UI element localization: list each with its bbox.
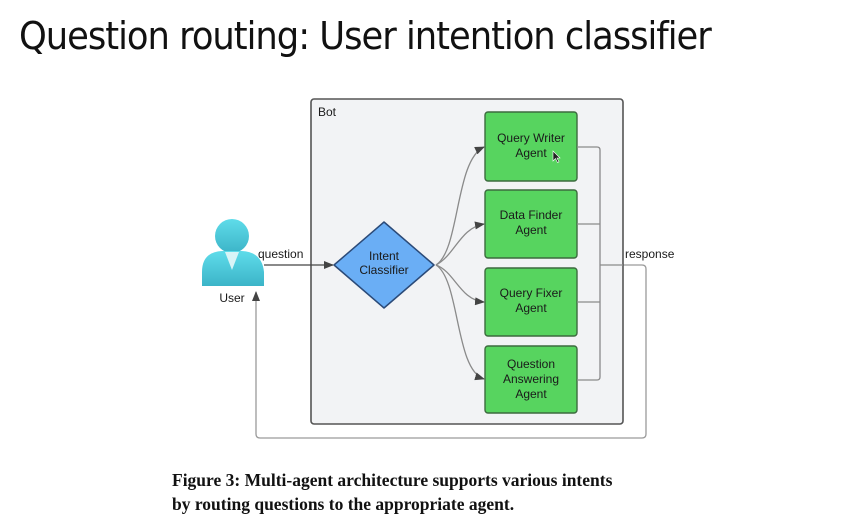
agent-query-fixer[interactable]: Query Fixer Agent — [484, 267, 578, 337]
agent-data-finder[interactable]: Data Finder Agent — [484, 189, 578, 259]
agent-label-line: Agent — [515, 387, 547, 401]
intent-classifier-node[interactable] — [333, 221, 435, 309]
question-edge-label: question — [258, 247, 303, 261]
figure-caption-line2: by routing questions to the appropriate … — [172, 494, 515, 514]
intent-classifier-label-line1: Intent — [369, 249, 400, 263]
route-edge-question-answering — [435, 264, 485, 381]
slide-title: Question routing: User intention classif… — [19, 14, 712, 58]
agent-label-line: Agent — [515, 146, 547, 160]
agent-label-line: Query Writer — [497, 131, 565, 145]
agent-label-line: Answering — [503, 372, 559, 386]
response-merge-lines — [577, 146, 623, 381]
figure-caption: Figure 3: Multi-agent architecture suppo… — [172, 468, 732, 516]
figure-caption-line1: Figure 3: Multi-agent architecture suppo… — [172, 470, 613, 490]
user-avatar-icon — [202, 219, 264, 286]
intent-classifier-label-line2: Classifier — [359, 263, 408, 277]
agent-label-line: Query Fixer — [500, 286, 563, 300]
route-edge-data-finder — [435, 221, 485, 266]
route-edge-query-fixer — [435, 264, 485, 306]
agent-label-line: Agent — [515, 301, 547, 315]
mouse-cursor-icon — [552, 150, 561, 163]
agent-label-line: Data Finder — [500, 208, 563, 222]
bot-container-label: Bot — [318, 105, 337, 119]
response-return-line — [252, 264, 647, 439]
user-label: User — [219, 291, 244, 305]
agent-label-line: Agent — [515, 223, 547, 237]
agent-question-answering[interactable]: Question Answering Agent — [484, 345, 578, 414]
agent-query-writer[interactable]: Query Writer Agent — [484, 111, 578, 182]
agent-label-line: Question — [507, 357, 555, 371]
route-edge-query-writer — [435, 146, 485, 266]
response-edge-label: response — [625, 247, 675, 261]
